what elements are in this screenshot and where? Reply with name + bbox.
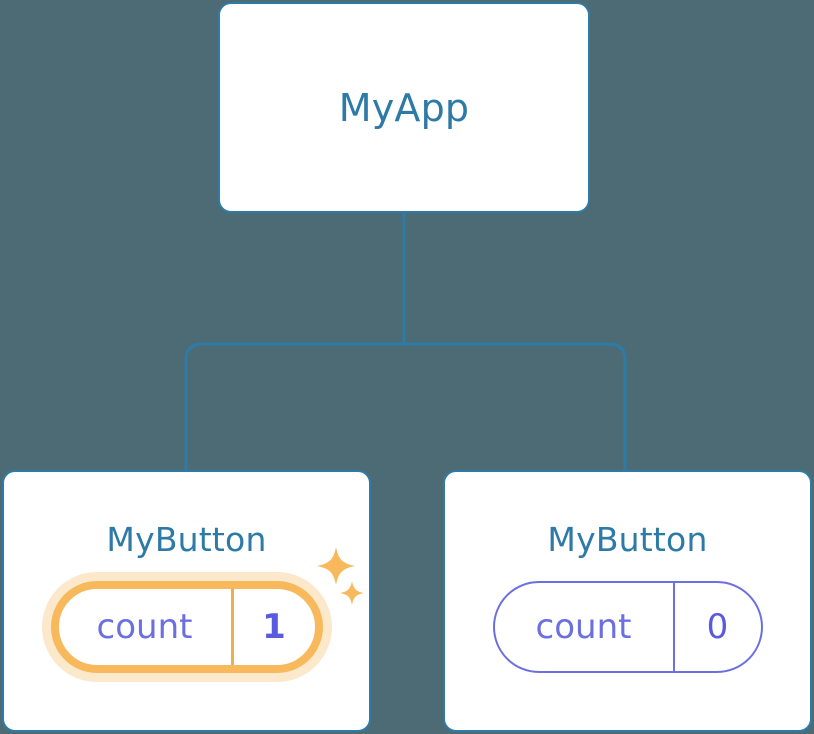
connector-branch-right (404, 342, 627, 470)
prop-value: 1 (230, 589, 315, 665)
prop-pill-wrapper-right: count 0 (492, 581, 763, 673)
sparkle-large-icon (316, 547, 355, 585)
component-card-myapp[interactable]: MyApp (218, 2, 590, 213)
prop-key: count (96, 607, 193, 647)
component-card-mybutton-left[interactable]: MyButton count 1 (2, 470, 371, 732)
component-title: MyApp (338, 85, 470, 130)
component-card-mybutton-right[interactable]: MyButton count 0 (443, 470, 812, 732)
component-title: MyButton (106, 520, 267, 559)
prop-value: 0 (672, 583, 761, 671)
sparkle-group (316, 547, 364, 605)
prop-key: count (535, 607, 632, 647)
prop-pill[interactable]: count 0 (492, 581, 763, 673)
sparkle-small-icon (339, 581, 364, 605)
component-title: MyButton (547, 520, 708, 559)
prop-pill-highlighted[interactable]: count 1 (50, 581, 323, 673)
prop-pill-wrapper-left: count 1 (50, 547, 364, 673)
connector-branch-left (184, 342, 404, 470)
